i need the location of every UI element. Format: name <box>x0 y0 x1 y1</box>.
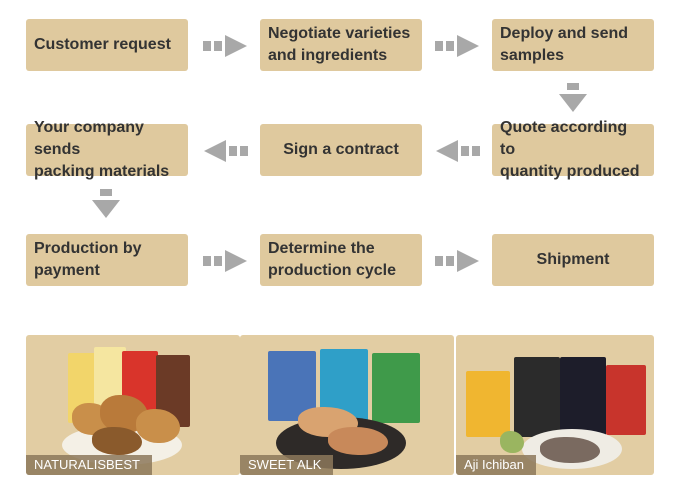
arrow-left-icon <box>204 139 249 168</box>
product-photo-naturalisbest: NATURALISBEST <box>26 335 240 475</box>
step-quote: Quote according to quantity produced <box>492 119 654 180</box>
step-sign-contract: Sign a contract <box>260 124 422 176</box>
brand-label: Aji Ichiban <box>456 455 536 475</box>
step-deploy-samples: Deploy and send samples <box>492 19 654 71</box>
package-image <box>466 371 510 437</box>
step-customer-request: Customer request <box>26 19 188 71</box>
package-image <box>514 357 560 437</box>
step-production-cycle: Determine the production cycle <box>260 234 422 286</box>
product-photo-aji-ichiban: Aji Ichiban <box>456 335 654 475</box>
package-image <box>372 353 420 423</box>
step-production-payment: Production by payment <box>26 234 188 286</box>
step-label: Determine the production cycle <box>268 240 397 279</box>
brand-label: NATURALISBEST <box>26 455 152 475</box>
arrow-left-icon <box>436 139 481 168</box>
arrow-right-icon <box>435 34 480 63</box>
step-label: Negotiate varieties and ingredients <box>268 25 411 64</box>
step-label: Production by payment <box>34 240 142 279</box>
package-image <box>560 357 606 437</box>
chip-image <box>92 427 142 455</box>
arrow-down-icon <box>559 83 587 118</box>
arrow-right-icon <box>203 249 248 278</box>
step-label: Deploy and send samples <box>500 25 629 64</box>
step-label: Quote according to quantity produced <box>500 119 640 180</box>
chip-image <box>500 431 524 453</box>
product-photo-sweet-alk: SWEET ALK <box>240 335 454 475</box>
package-image <box>606 365 646 435</box>
step-label: Your company sends packing materials <box>34 119 170 180</box>
step-negotiate: Negotiate varieties and ingredients <box>260 19 422 71</box>
arrow-right-icon <box>203 34 248 63</box>
arrow-right-icon <box>435 249 480 278</box>
step-shipment: Shipment <box>492 234 654 286</box>
step-packing-materials: Your company sends packing materials <box>26 119 188 180</box>
chip-image <box>136 409 180 443</box>
step-label: Shipment <box>536 251 610 268</box>
arrow-down-icon <box>92 189 120 224</box>
step-label: Sign a contract <box>283 141 399 158</box>
chip-image <box>328 427 388 455</box>
step-label: Customer request <box>34 36 171 53</box>
brand-label: SWEET ALK <box>240 455 334 475</box>
chip-image <box>540 437 600 463</box>
